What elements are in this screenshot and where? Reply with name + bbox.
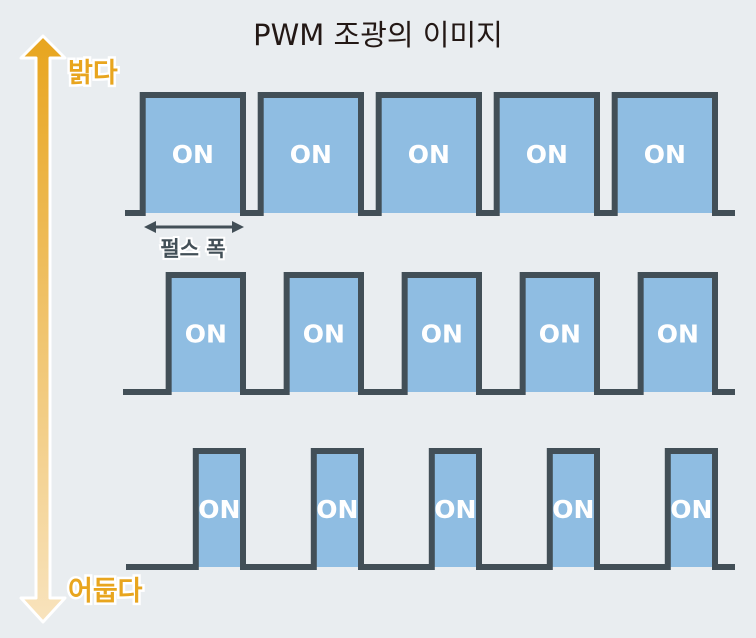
pulse-on (404, 275, 479, 392)
on-label: ON (670, 495, 712, 524)
pulse-on (286, 275, 361, 392)
pulse-on (640, 275, 715, 392)
on-label: ON (172, 140, 214, 169)
pwm-row-dark: ON ON ON ON ON (126, 448, 735, 570)
on-label: ON (303, 320, 345, 349)
pulse-on (195, 451, 243, 567)
on-label: ON (290, 140, 332, 169)
on-label: ON (526, 140, 568, 169)
dark-label: 어둡다 (68, 576, 143, 607)
brightness-arrow-icon (19, 34, 67, 624)
pulse-on (496, 95, 597, 213)
on-label: ON (198, 495, 240, 524)
pulse-on (313, 451, 361, 567)
pulse-on (614, 95, 715, 213)
on-label: ON (657, 320, 699, 349)
on-label: ON (316, 495, 358, 524)
pulse-width-label: 펄스 폭 (160, 237, 225, 261)
pulse-width-arrow-icon (144, 221, 244, 233)
on-label: ON (408, 140, 450, 169)
pulse-on (522, 275, 597, 392)
pwm-signal-line (125, 92, 735, 216)
bright-label: 밝다 (68, 58, 118, 89)
pwm-row-medium: ON ON ON ON ON (123, 272, 735, 395)
pulse-on (549, 451, 597, 567)
pwm-signal-line (123, 272, 735, 395)
pulse-on (378, 95, 479, 213)
pulse-on (142, 95, 243, 213)
on-label: ON (552, 495, 594, 524)
pwm-signal-line (126, 448, 735, 570)
on-label: ON (421, 320, 463, 349)
on-label: ON (185, 320, 227, 349)
diagram-title: PWM 조광의 이미지 (253, 18, 503, 52)
on-label: ON (539, 320, 581, 349)
pulse-on (260, 95, 361, 213)
on-label: ON (644, 140, 686, 169)
pulse-on (667, 451, 715, 567)
on-label: ON (434, 495, 476, 524)
pwm-row-bright: ON ON ON ON ON (125, 92, 735, 216)
pulse-on (431, 451, 479, 567)
pulse-on (168, 275, 243, 392)
